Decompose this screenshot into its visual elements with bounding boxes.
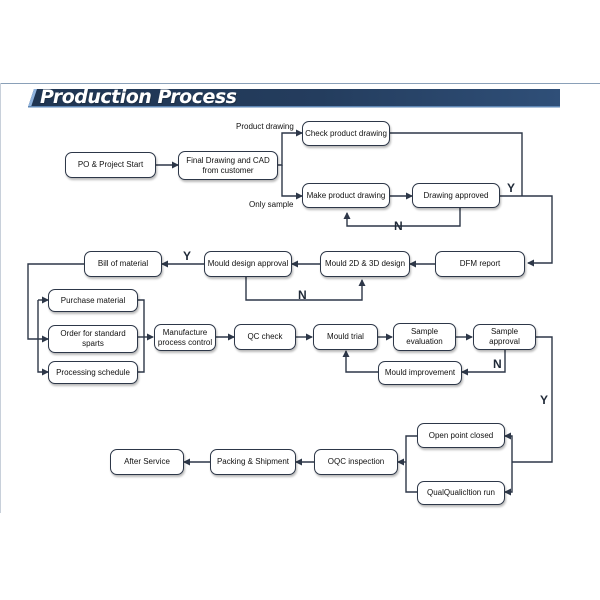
node-qual-run: QualQualicltion run [417,481,505,505]
node-qc-check: QC check [234,324,296,350]
node-drawing-approved: Drawing approved [412,183,500,208]
node-oqc-inspection: OQC inspection [314,449,398,475]
node-check-drawing: Check product drawing [302,121,390,146]
node-sample-evaluation: Sample evaluation [393,323,456,351]
node-final-drawing: Final Drawing and CAD from customer [178,151,278,180]
label-only-sample: Only sample [249,200,294,209]
header-rule [0,83,600,84]
label-n-design: N [298,288,307,302]
node-order-standard-parts: Order for standard sparts [48,325,138,353]
node-bill-of-material: Bill of material [84,251,162,277]
node-mould-trial: Mould trial [313,324,378,350]
label-n-sample: N [493,357,502,371]
title-banner: Production Process [24,86,560,109]
node-packing-shipment: Packing & Shipment [210,449,296,475]
node-dfm-report: DFM report [435,251,525,277]
node-processing-schedule: Processing schedule [48,361,138,384]
node-mould-2d3d-design: Mould 2D & 3D design [320,251,410,277]
node-mould-improvement: Mould improvement [378,361,462,385]
label-y-drawing: Y [507,181,516,195]
node-po-start: PO & Project Start [65,152,156,178]
node-sample-approval: Sample approval [473,324,536,350]
node-mould-design-approval: Mould design approval [204,251,292,277]
frame-left-rule [0,83,1,513]
label-y-design: Y [183,249,192,263]
label-product-drawing: Product drawing [236,122,294,131]
node-make-drawing: Make product drawing [302,183,390,208]
node-purchase-material: Purchase material [48,289,138,312]
page-title: Production Process [40,86,237,108]
node-manufacture-control: Manufacture process control [154,324,216,351]
node-after-service: After Service [110,449,184,475]
label-n-drawing: N [394,219,403,233]
label-y-sample: Y [540,393,549,407]
node-open-point-closed: Open point closed [417,423,505,448]
